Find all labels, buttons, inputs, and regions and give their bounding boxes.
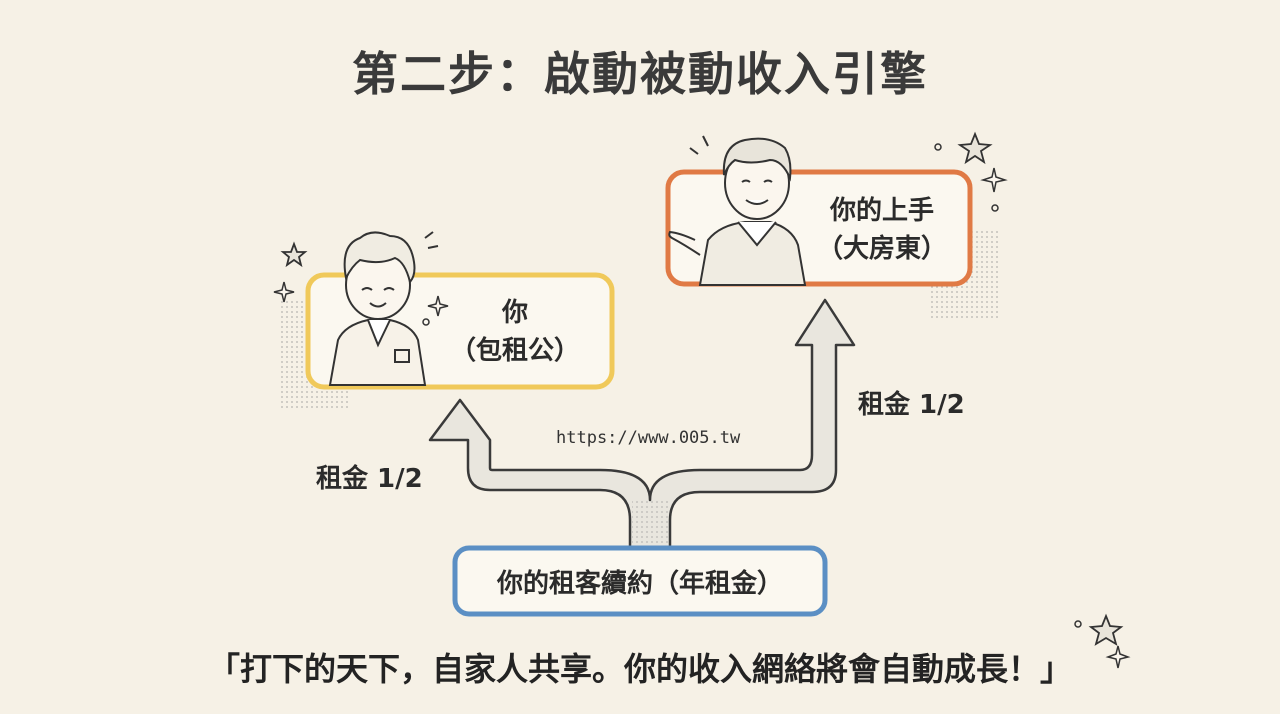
star-icon [1088, 613, 1124, 646]
sparkle-icon [980, 167, 1008, 193]
dot-icon [991, 204, 999, 212]
sparkle-icon [1105, 645, 1131, 669]
right-box-line2: （大房東） [816, 234, 947, 264]
older-man-motion-lines [689, 135, 709, 155]
right-rent-label: 租金 1/2 [858, 390, 965, 420]
left-box-label: 你 （包租公） [430, 294, 600, 370]
sparkle-icon [273, 281, 295, 303]
sparkle-icon [427, 295, 449, 317]
tagline: 「打下的天下，自家人共享。你的收入網絡將會自動成長！」 [207, 650, 1072, 688]
dot-icon [934, 143, 942, 151]
dot-icon [422, 318, 430, 326]
star-icon [280, 241, 308, 268]
right-box-line1: 你的上手 [829, 196, 934, 226]
star-icon [957, 131, 993, 165]
older-man-illustration [668, 137, 807, 286]
left-rent-label: 租金 1/2 [316, 464, 423, 494]
arrow-stem-shading [632, 500, 668, 548]
branch-arrow [428, 298, 856, 550]
right-box-label: 你的上手 （大房東） [802, 192, 962, 268]
bottom-box [452, 545, 828, 617]
left-box-line2: （包租公） [449, 336, 580, 366]
left-box-line1: 你 [501, 298, 528, 328]
bottom-box-label: 你的租客續約（年租金） [496, 568, 783, 599]
url-watermark: https://www.005.tw [556, 428, 741, 448]
young-man-illustration [328, 231, 427, 386]
young-man-motion-lines [424, 231, 439, 249]
dot-icon [1074, 620, 1082, 628]
page-title: 第二步：啟動被動收入引擎 [352, 47, 928, 101]
